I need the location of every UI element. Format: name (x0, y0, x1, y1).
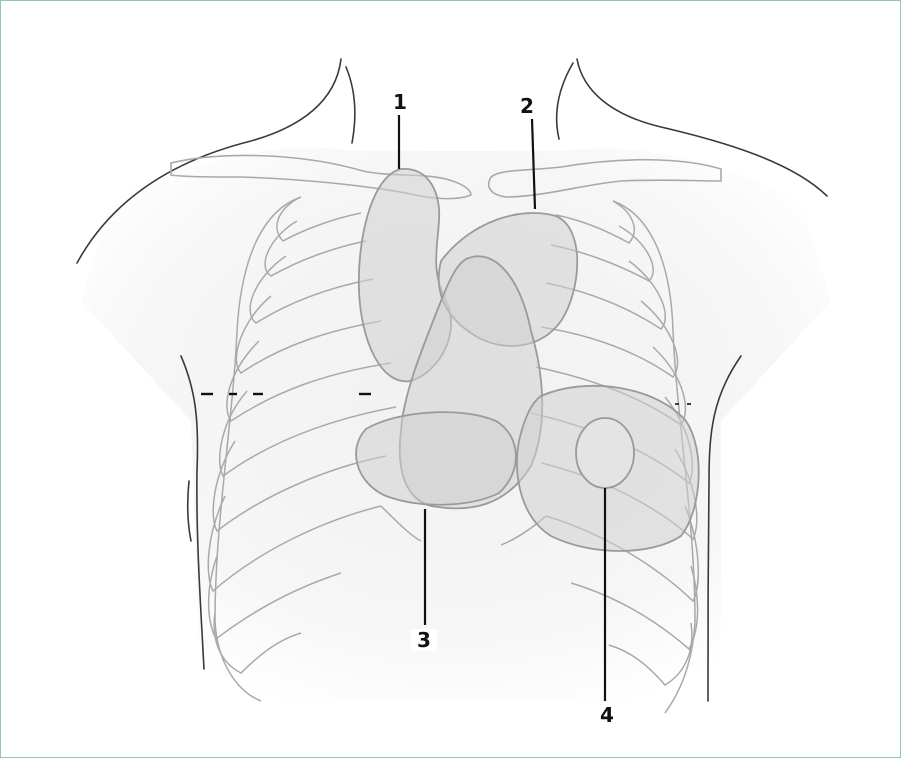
callout-label-4: 4 (594, 704, 620, 726)
organ-3-shape (356, 412, 516, 505)
left-neck-line (346, 67, 355, 143)
callout-label-2: 2 (514, 95, 540, 117)
callout-label-3: 3 (411, 629, 437, 651)
right-neck-line (557, 63, 573, 139)
organ-4-small-shape (576, 418, 634, 488)
left-flank-line (188, 481, 191, 541)
callout-label-1: 1 (387, 91, 413, 113)
